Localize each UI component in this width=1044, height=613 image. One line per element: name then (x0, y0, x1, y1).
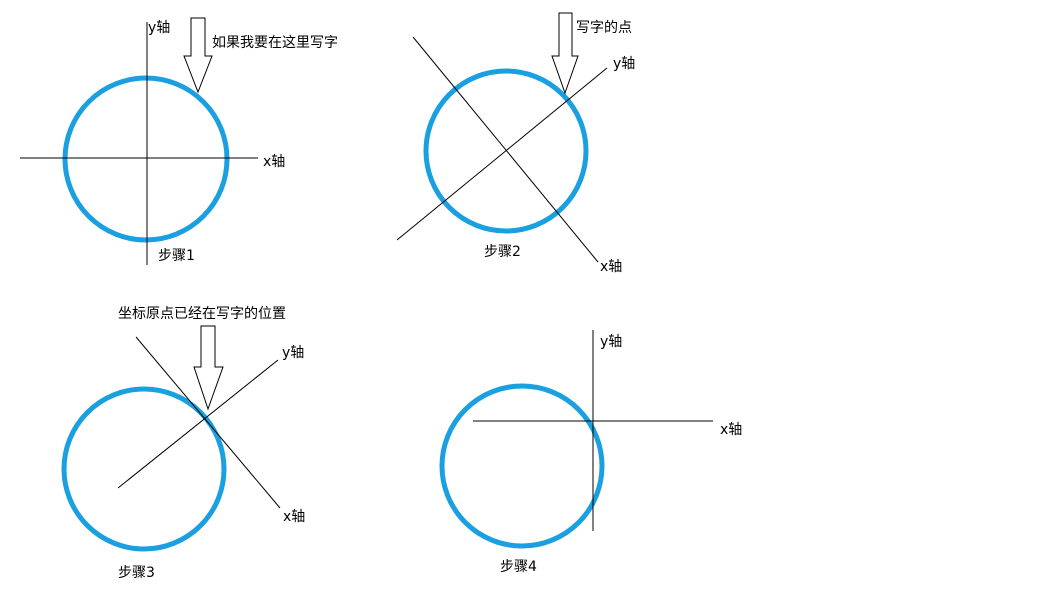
step-1-circle (62, 75, 230, 243)
step-3-caption: 步骤3 (118, 565, 155, 581)
step-3-note: 坐标原点已经在写字的位置 (118, 306, 286, 322)
down-arrow-icon (551, 12, 579, 95)
step-2-y-axis (396, 67, 608, 241)
step-1-x-axis-label: x轴 (263, 154, 285, 170)
step-3-y-axis (117, 359, 279, 489)
step-3-y-axis-label: y轴 (282, 345, 304, 361)
down-arrow-icon (193, 325, 224, 411)
step-1-panel: y轴 x轴 如果我要在这里写字 步骤1 (20, 17, 338, 265)
step-1-y-axis-label: y轴 (148, 20, 170, 36)
step-2-x-axis-label: x轴 (600, 259, 622, 275)
step-2-x-axis (412, 36, 599, 263)
step-3-panel: y轴 x轴 坐标原点已经在写字的位置 步骤3 (61, 306, 305, 581)
step-4-y-axis-label: y轴 (600, 334, 622, 350)
step-1-caption: 步骤1 (158, 248, 195, 264)
step-2-note: 写字的点 (576, 20, 632, 36)
step-4-circle (439, 383, 605, 549)
step-1-note: 如果我要在这里写字 (212, 34, 338, 51)
step-2-panel: y轴 x轴 写字的点 步骤2 (396, 12, 635, 275)
step-3-x-axis-label: x轴 (283, 509, 305, 525)
step-4-caption: 步骤4 (500, 559, 537, 575)
step-4-panel: y轴 x轴 步骤4 (439, 330, 742, 575)
step-2-y-axis-label: y轴 (613, 56, 635, 72)
step-3-circle (61, 386, 227, 552)
step-4-x-axis-label: x轴 (720, 422, 742, 438)
step-3-x-axis (135, 336, 281, 509)
step-2-circle (423, 68, 589, 234)
step-2-caption: 步骤2 (484, 244, 521, 260)
down-arrow-icon (183, 17, 213, 94)
